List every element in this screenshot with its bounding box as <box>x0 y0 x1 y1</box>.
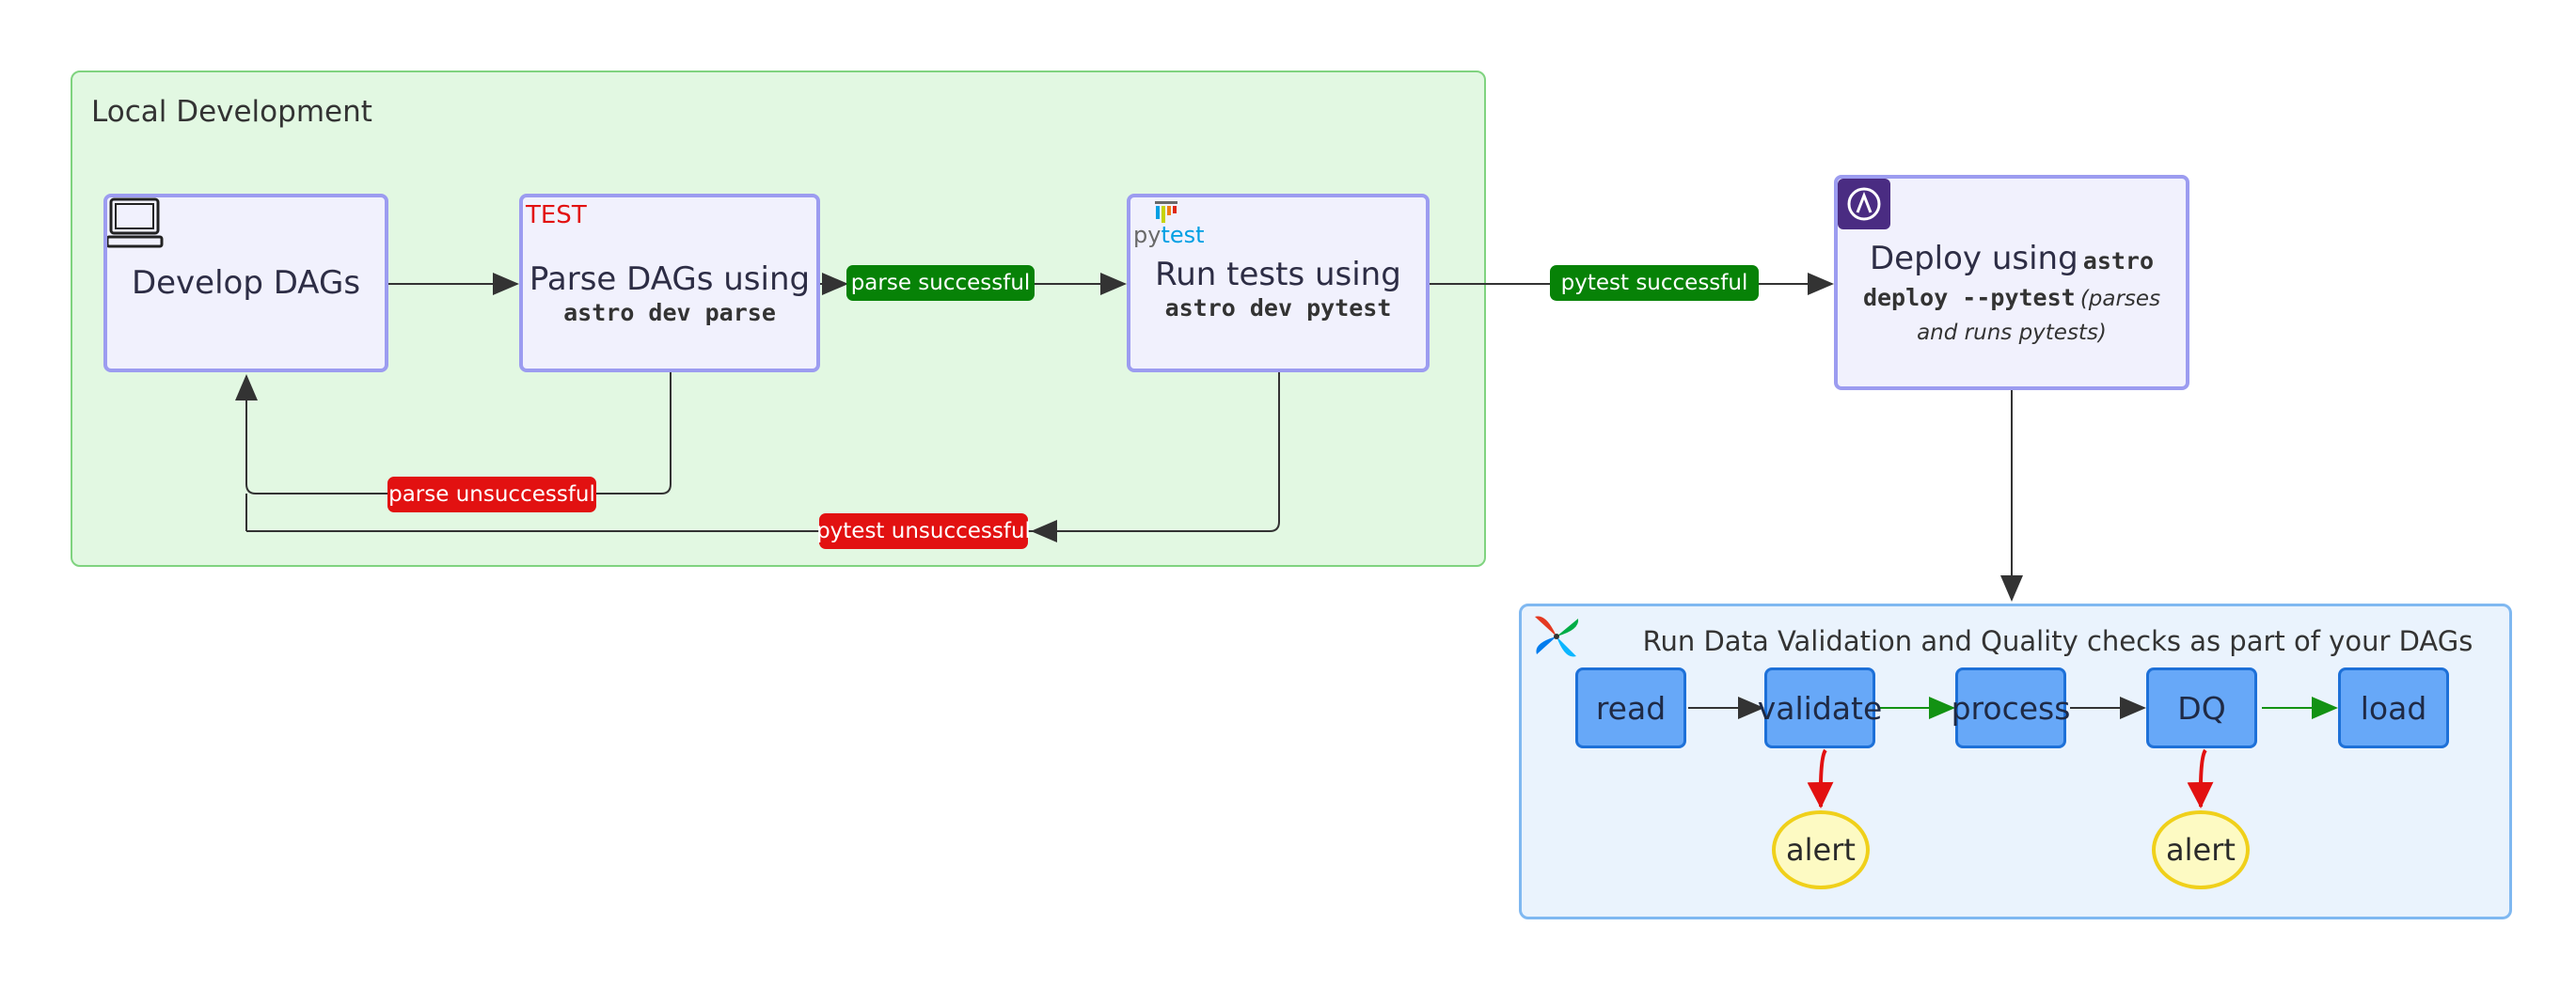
parse-dags-node: TEST Parse DAGs using astro dev parse <box>519 194 820 372</box>
parse-command: astro dev parse <box>563 298 776 326</box>
laptop-icon <box>105 197 166 254</box>
task-load: load <box>2338 667 2449 748</box>
pytest-logo-py: py <box>1133 222 1162 248</box>
pytest-unsuccessful-label: pytest unsuccessful <box>816 513 1031 549</box>
edge-parse-fail-loop <box>235 372 672 494</box>
alert-validate: alert <box>1772 810 1870 889</box>
task-process: process <box>1952 667 2070 748</box>
run-tests-node: pytest Run tests using astro dev pytest <box>1127 194 1430 372</box>
develop-dags-node: Develop DAGs <box>103 194 388 372</box>
airflow-pinwheel-icon <box>1529 609 1584 667</box>
parse-dags-title: Parse DAGs using <box>529 259 811 298</box>
task-read: read <box>1575 667 1686 748</box>
pytest-command: astro dev pytest <box>1164 293 1392 322</box>
dag-group: Run Data Validation and Quality checks a… <box>1519 604 2512 919</box>
local-development-title: Local Development <box>91 95 372 129</box>
parse-unsuccessful-label: parse unsuccessful <box>387 477 596 512</box>
deploy-node: Deploy using astro deploy --pytest (pars… <box>1834 175 2189 390</box>
pytest-logo-icon: pytest <box>1133 201 1205 246</box>
edge-pytest-fail-loop <box>1031 372 1280 542</box>
pytest-successful-label: pytest successful <box>1550 265 1759 301</box>
deploy-command-b: deploy --pytest <box>1862 284 2076 311</box>
pytest-logo-test: test <box>1161 222 1205 248</box>
alert-dq: alert <box>2152 810 2250 889</box>
deploy-note-a: (parses <box>2079 287 2161 311</box>
deploy-command-a: astro <box>2082 247 2155 275</box>
run-tests-title: Run tests using <box>1155 255 1401 293</box>
develop-dags-title: Develop DAGs <box>131 264 361 302</box>
edge-dq-alert <box>2187 748 2214 808</box>
task-validate: validate <box>1758 667 1882 748</box>
parse-successful-label: parse successful <box>846 265 1035 301</box>
edge-validate-alert <box>1807 748 1834 808</box>
deploy-note-b: and runs pytests) <box>1917 321 2107 345</box>
dag-group-title: Run Data Validation and Quality checks a… <box>1642 625 2473 657</box>
astro-logo-icon <box>1838 179 1890 233</box>
task-dq: DQ <box>2146 667 2257 748</box>
deploy-title: Deploy using <box>1869 240 2078 277</box>
test-badge: TEST <box>526 201 587 229</box>
